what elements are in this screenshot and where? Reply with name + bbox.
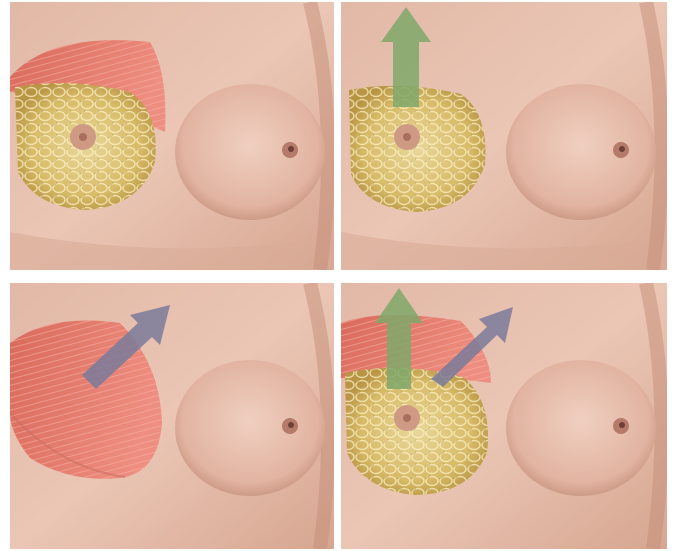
- panel-top-left: [10, 2, 334, 270]
- right-nipple: [288, 146, 294, 152]
- panel-bottom-right: [341, 283, 667, 549]
- left-nipple: [403, 133, 411, 141]
- right-nipple: [619, 146, 625, 152]
- right-nipple: [619, 422, 625, 428]
- breast-gland-texture: [345, 368, 488, 495]
- torso-illustration: [341, 283, 667, 549]
- right-nipple: [288, 422, 294, 428]
- right-breast: [175, 360, 325, 496]
- torso-illustration: [10, 283, 334, 549]
- right-breast: [506, 360, 656, 496]
- right-breast: [175, 84, 325, 220]
- panel-bottom-left: [10, 283, 334, 549]
- panel-top-right: [341, 2, 667, 270]
- torso-illustration: [10, 2, 334, 270]
- left-nipple: [79, 133, 87, 141]
- torso-illustration: [341, 2, 667, 270]
- right-breast: [506, 84, 656, 220]
- left-nipple: [403, 414, 411, 422]
